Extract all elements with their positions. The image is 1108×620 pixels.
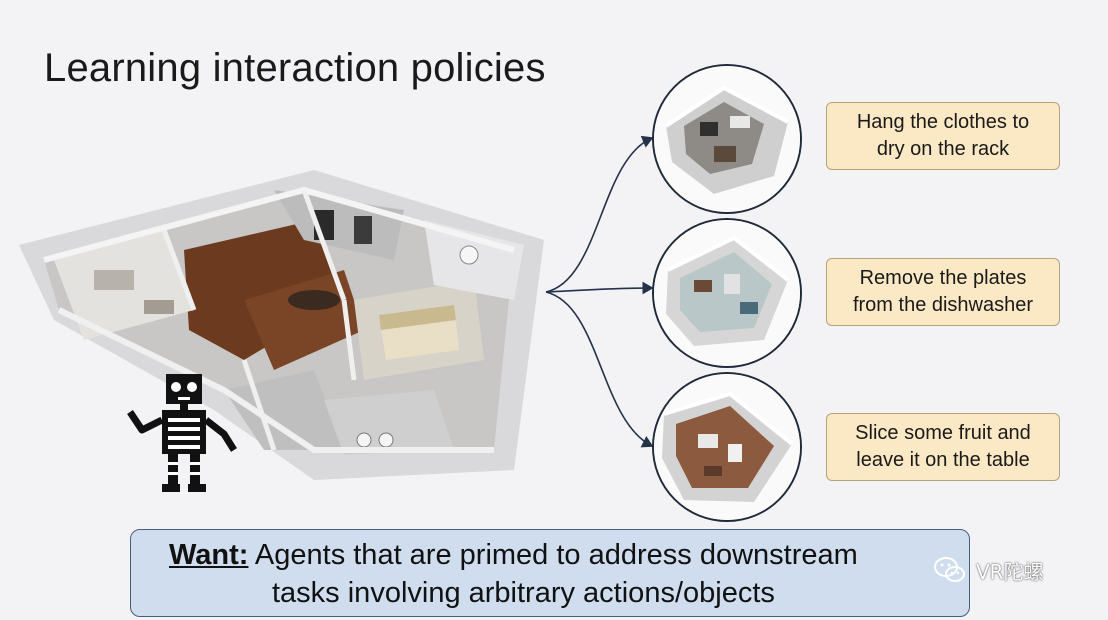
task-text-2: Remove the plates from the dishwasher — [852, 267, 1034, 316]
wechat-icon — [934, 557, 965, 582]
want-text-2: tasks involving arbitrary actions/object… — [272, 577, 775, 609]
task-text-3: Slice some fruit and leave it on the tab… — [855, 422, 1031, 471]
arrow-to-scene-1 — [545, 135, 654, 293]
scene-thumbnail-2 — [652, 218, 802, 368]
task-box-2: Remove the plates from the dishwasher — [826, 258, 1060, 326]
branch-arrows — [545, 135, 654, 448]
task-text-1: Hang the clothes to dry on the rack — [856, 111, 1030, 160]
slide-title: Learning interaction policies — [44, 46, 546, 90]
arrow-to-scene-2 — [545, 281, 654, 295]
want-label: Want: — [169, 539, 249, 571]
apartment-floorplan-illustration — [19, 170, 544, 480]
scene-thumbnail-3 — [652, 372, 802, 522]
robot-icon — [127, 374, 237, 492]
arrow-to-scene-3 — [545, 291, 654, 448]
scene-thumbnail-1 — [652, 64, 802, 214]
want-statement-box: Want: Agents that are primed to address … — [130, 529, 970, 617]
task-box-1: Hang the clothes to dry on the rack — [826, 102, 1060, 170]
want-text-1: Agents that are primed to address downst… — [248, 539, 858, 571]
watermark-text: VR陀螺 — [976, 559, 1044, 584]
task-box-3: Slice some fruit and leave it on the tab… — [826, 413, 1060, 481]
want-line-1: Want: Agents that are primed to address … — [169, 536, 858, 574]
watermark: VR陀螺 — [932, 550, 1044, 590]
